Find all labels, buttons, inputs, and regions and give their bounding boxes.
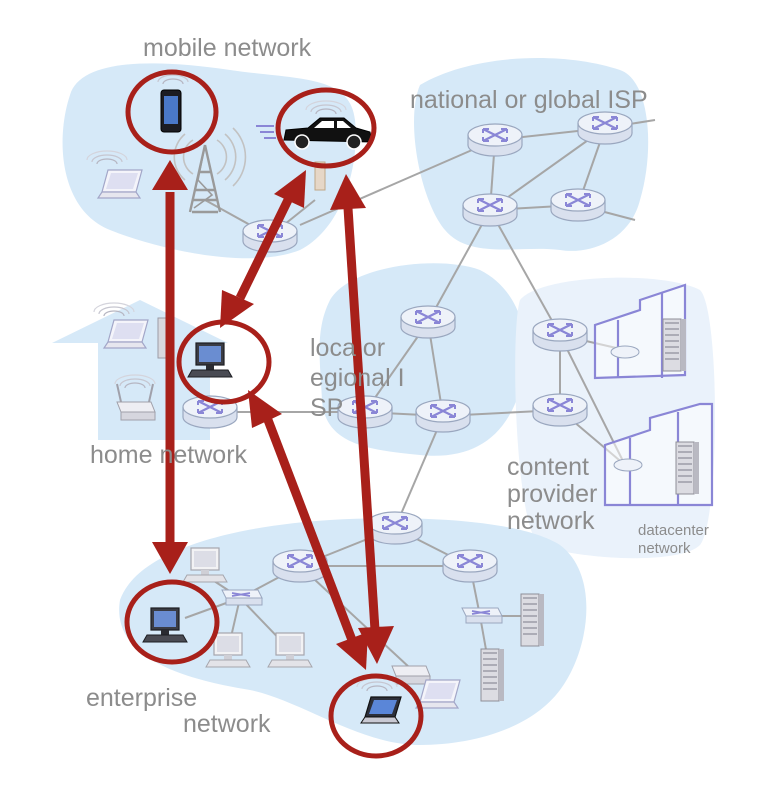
arrow-head [220, 290, 254, 328]
highlight-circle [124, 579, 220, 665]
content-provider-label: content provider network [507, 454, 627, 535]
double-arrow [235, 198, 293, 300]
link [427, 209, 491, 323]
router-icon [441, 548, 499, 584]
router-icon [549, 187, 607, 223]
link [489, 127, 606, 211]
server-icon [675, 441, 700, 495]
phone-icon [152, 70, 194, 133]
home-devices [93, 302, 169, 421]
router-icon [414, 398, 472, 434]
cell-tower-icon [173, 127, 247, 214]
highlighted-hosts [142, 70, 402, 724]
content-provider-label-line: network [507, 507, 595, 535]
arrow-head [152, 542, 188, 574]
national-isp-label: national or global ISP [410, 86, 648, 114]
router-icon [531, 392, 589, 428]
link [489, 209, 561, 336]
datacenter-label: datacenter network [638, 522, 709, 558]
link [299, 139, 496, 226]
router-icon [531, 317, 589, 353]
regional-isp-label-line: egional I [310, 364, 405, 392]
arrow-head [274, 170, 306, 208]
link [394, 415, 444, 529]
router-icon [366, 510, 424, 546]
double-arrow [343, 207, 380, 631]
router-icon [466, 122, 524, 158]
datacenter-label-line: datacenter [638, 522, 709, 539]
router-icon [461, 192, 519, 228]
laptop-icon [356, 677, 402, 724]
content-provider-label-line: content [507, 453, 590, 481]
server-icon [480, 648, 505, 702]
switch-icon [221, 589, 263, 606]
router-icon [576, 110, 634, 146]
switch-icon [461, 607, 503, 624]
double-arrow [263, 418, 357, 642]
server-icon [520, 593, 545, 647]
arrow-head [330, 174, 366, 210]
communication-arrows [152, 160, 394, 670]
wifi-ap-icon [391, 665, 431, 685]
link [299, 565, 411, 669]
regional-isp-label: loca or egional I SP [310, 333, 420, 423]
highlight-circle [328, 673, 424, 759]
wifi-ap-icon [114, 374, 156, 421]
enterprise-label-line2: network [183, 710, 271, 738]
datacenter-label-line: network [638, 540, 691, 557]
arrow-head [248, 390, 282, 428]
arrow-head [336, 632, 368, 670]
server-icon [662, 318, 687, 372]
home-network-label: home network [90, 441, 248, 469]
arrow-head [152, 160, 188, 190]
enterprise-devices [182, 547, 461, 709]
mobile-network-label: mobile network [143, 34, 312, 62]
switches [221, 589, 503, 624]
car-icon [256, 100, 373, 150]
highlight-circle [125, 69, 219, 155]
regional-isp-label-line: loca or [310, 334, 386, 362]
datacenter-routers [610, 345, 643, 472]
highlight-circle [275, 87, 377, 169]
content-provider-label-line: provider [507, 480, 598, 508]
enterprise-label: enterprise [86, 684, 198, 712]
device-icon [314, 161, 326, 191]
regional-isp-label-line: SP [310, 394, 344, 422]
